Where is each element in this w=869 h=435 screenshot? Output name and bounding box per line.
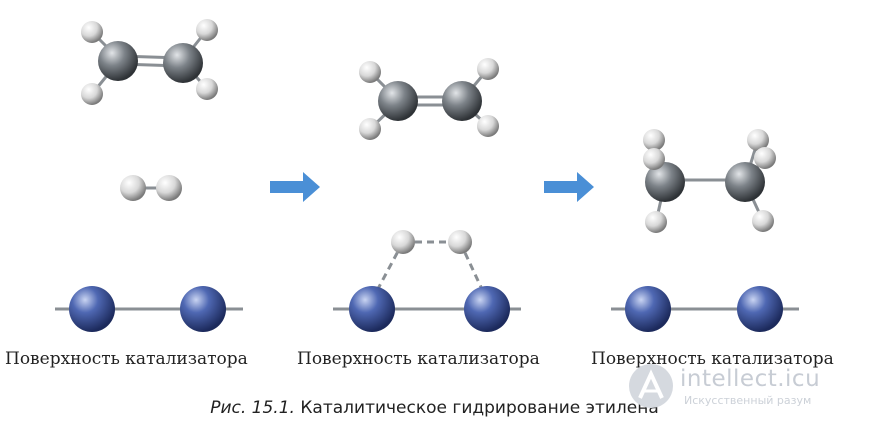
- watermark-tagline: Искусственный разум: [684, 394, 812, 407]
- watermark-brand: intellect.icu: [680, 366, 821, 392]
- panel-1-label: Поверхность катализатора: [5, 349, 248, 369]
- figure-caption: Рис. 15.1. Каталитическое гидрирование э…: [0, 398, 869, 418]
- catalyst-atom: [180, 286, 226, 332]
- hydrogen-atom: [477, 115, 499, 137]
- panel-2-label: Поверхность катализатора: [297, 349, 540, 369]
- arrow-2-icon: [544, 172, 594, 202]
- hydrogen-atom: [754, 147, 776, 169]
- panel-1-ethylene-molecule: [81, 19, 218, 105]
- carbon-atom: [442, 81, 482, 121]
- carbon-atom: [645, 162, 685, 202]
- hydrogen-atom: [196, 78, 218, 100]
- hydrogen-atom: [359, 61, 381, 83]
- hydrogen-atom: [156, 175, 182, 201]
- hydrogen-atom: [643, 148, 665, 170]
- panel-3-ethane-molecule: [643, 129, 776, 233]
- carbon-atom: [98, 41, 138, 81]
- hydrogen-atom: [747, 129, 769, 151]
- hydrogen-atom: [359, 118, 381, 140]
- panel-2-catalyst-surface: [333, 286, 521, 332]
- arrow-1-icon: [270, 172, 320, 202]
- watermark-logo-icon: [629, 364, 673, 408]
- hydrogen-atom: [81, 83, 103, 105]
- hydrogen-atom: [645, 211, 667, 233]
- catalyst-atom: [625, 286, 671, 332]
- catalyst-atom: [349, 286, 395, 332]
- watermark: intellect.icu Искусственный разум: [622, 362, 867, 410]
- catalyst-atom: [69, 286, 115, 332]
- carbon-atom: [163, 43, 203, 83]
- hydrogen-atom: [196, 19, 218, 41]
- hydrogen-atom: [391, 230, 415, 254]
- panel-2-adsorbed-hydrogen: [370, 230, 489, 301]
- catalyst-atom: [737, 286, 783, 332]
- figure-number: Рис. 15.1.: [210, 398, 295, 418]
- panel-2-ethylene-molecule: [359, 58, 499, 140]
- catalyst-atom: [464, 286, 510, 332]
- hydrogen-atom: [120, 175, 146, 201]
- panel-3-catalyst-surface: [611, 286, 799, 332]
- carbon-atom: [378, 81, 418, 121]
- panel-1-catalyst-surface: [55, 286, 243, 332]
- hydrogen-atom: [643, 129, 665, 151]
- panel-3-label: Поверхность катализатора: [591, 349, 834, 369]
- hydrogen-atom: [448, 230, 472, 254]
- figure-title: Каталитическое гидрирование этилена: [300, 398, 659, 418]
- carbon-atom: [725, 162, 765, 202]
- panel-1-hydrogen-molecule: [120, 175, 182, 201]
- hydrogen-atom: [477, 58, 499, 80]
- hydrogen-atom: [752, 210, 774, 232]
- hydrogen-atom: [81, 21, 103, 43]
